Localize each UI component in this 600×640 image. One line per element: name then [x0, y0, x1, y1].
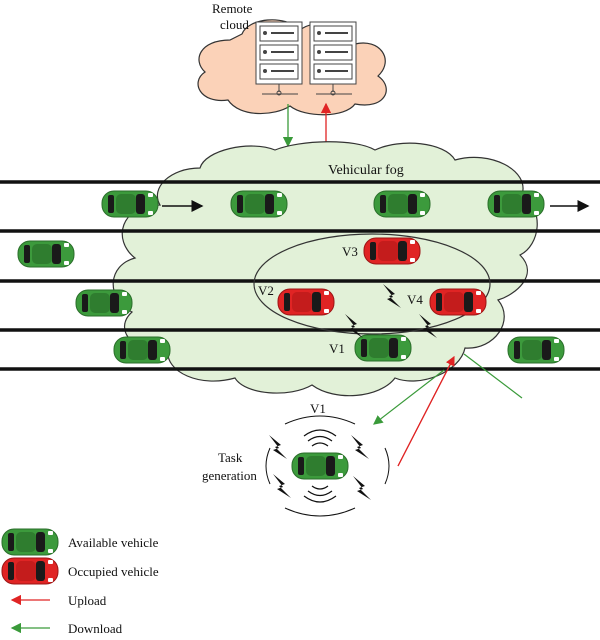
legend-available-label: Available vehicle — [68, 535, 159, 550]
legend: Available vehicle Occupied vehicle Uploa… — [1, 528, 159, 636]
available-vehicle — [230, 190, 288, 218]
task-vehicle-label: V1 — [310, 401, 326, 416]
legend-download-label: Download — [68, 621, 123, 636]
available-vehicle — [487, 190, 545, 218]
download-arrow-to-task — [373, 369, 445, 425]
download-arrow-fog-tail — [463, 353, 523, 399]
legend-upload-label: Upload — [68, 593, 107, 608]
vehicular-fog-label: Vehicular fog — [328, 163, 404, 178]
vehicle-label-v3: V3 — [342, 244, 358, 259]
available-vehicle — [75, 289, 133, 317]
remote-cloud-label-line1: Remote — [212, 1, 253, 16]
server-rack-left-icon — [255, 21, 303, 96]
occupied-vehicle-v4 — [429, 288, 487, 316]
wifi-signal-icon — [303, 429, 337, 503]
available-vehicle — [507, 336, 565, 364]
occupied-vehicle-v3 — [363, 237, 421, 265]
signal-arc — [284, 415, 356, 425]
vehicle-label-v4: V4 — [407, 292, 423, 307]
wireless-signal-icon — [351, 435, 369, 459]
signal-arc — [284, 507, 356, 517]
server-rack-right-icon — [309, 21, 357, 96]
cluster-boundary — [253, 233, 491, 335]
wireless-signal-icon — [273, 474, 291, 498]
road-lines — [0, 180, 600, 371]
available-vehicle — [113, 336, 171, 364]
wireless-signal-icon — [353, 476, 371, 500]
wireless-signal-icon — [269, 435, 287, 459]
vehicle-label-v2: V2 — [258, 283, 274, 298]
task-generating-vehicle — [291, 452, 349, 480]
legend-occupied-label: Occupied vehicle — [68, 564, 159, 579]
available-vehicle — [373, 190, 431, 218]
legend-occupied-vehicle-icon — [1, 557, 59, 585]
vehicle-label-v1: V1 — [329, 341, 345, 356]
available-vehicle — [17, 240, 75, 268]
upload-arrow-task-to-v1 — [397, 356, 455, 467]
vehicular-fog-cloud — [112, 141, 538, 397]
signal-arc — [265, 447, 271, 485]
available-vehicle-v1 — [354, 334, 412, 362]
available-vehicle — [101, 190, 159, 218]
occupied-vehicle-v2 — [277, 288, 335, 316]
legend-available-vehicle-icon — [1, 528, 59, 556]
task-generation-label-line1: Task — [218, 450, 243, 465]
task-generation-label-line2: generation — [202, 468, 257, 483]
signal-arc — [384, 447, 390, 485]
remote-cloud-label-line2: cloud — [220, 17, 249, 32]
